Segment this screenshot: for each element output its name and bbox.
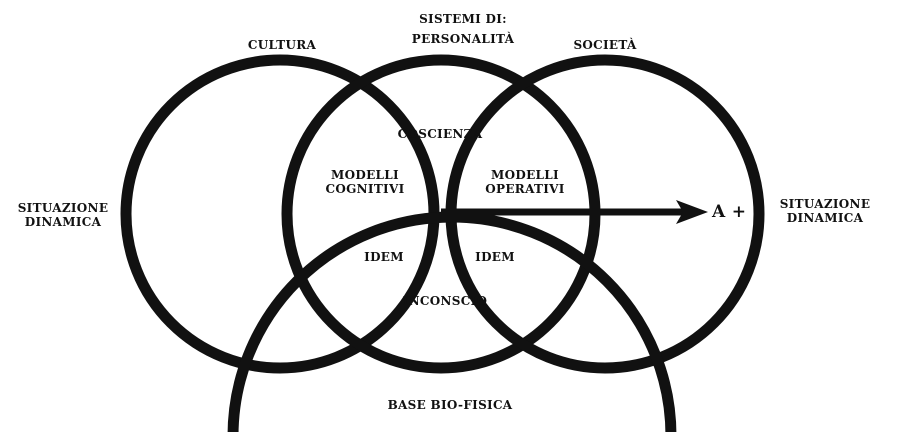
circle-cultura	[120, 54, 440, 374]
idem-left-label: IDEM	[364, 250, 404, 264]
situazione-dinamica-left: SITUAZIONE DINAMICA	[17, 201, 109, 229]
header-label: SISTEMI DI: PERSONALITÀ	[383, 12, 543, 46]
idem-right-label: IDEM	[475, 250, 515, 264]
cultura-label: CULTURA	[247, 38, 317, 52]
coscienza-label: COSCIENZA	[397, 127, 483, 141]
base-bio-fisica-label: BASE BIO-FISICA	[387, 398, 513, 412]
modelli-cognitivi-label: MODELLI COGNITIVI	[325, 168, 405, 196]
header-line2: PERSONALITÀ	[411, 32, 515, 46]
arrow-label: A +	[712, 202, 747, 222]
arrow	[441, 200, 708, 224]
inconscio-label: INCONSCIO	[402, 294, 488, 308]
societa-label: SOCIETÀ	[573, 38, 637, 52]
header-line1: SISTEMI DI:	[419, 12, 507, 26]
modelli-operativi-label: MODELLI OPERATIVI	[485, 168, 565, 196]
situazione-dinamica-right: SITUAZIONE DINAMICA	[779, 197, 871, 225]
